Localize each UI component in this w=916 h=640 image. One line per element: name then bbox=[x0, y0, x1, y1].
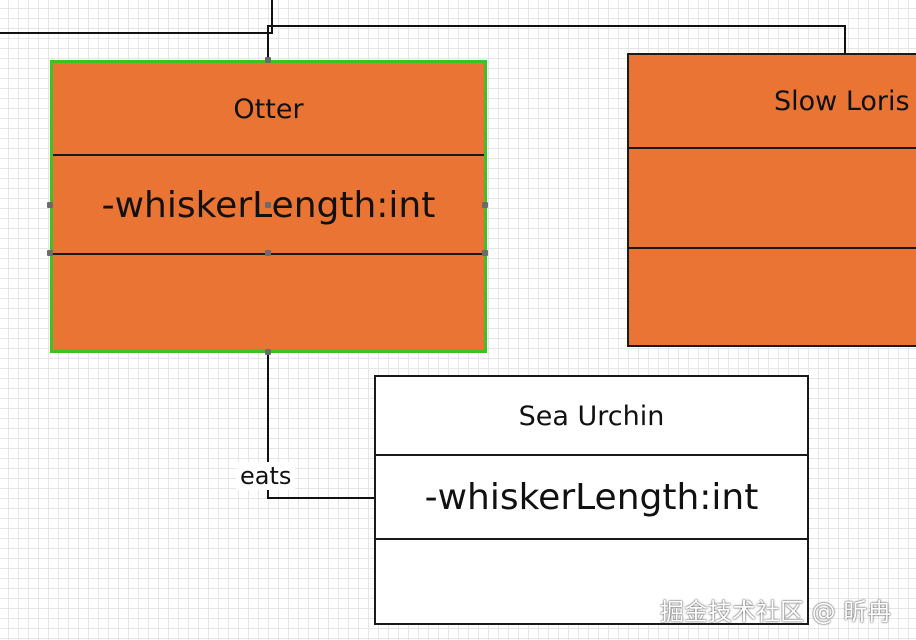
class-sea-urchin-name-section: Sea Urchin bbox=[376, 377, 807, 455]
association-label-eats[interactable]: eats bbox=[236, 462, 296, 490]
class-otter-methods-section[interactable] bbox=[53, 255, 484, 350]
class-sea-urchin[interactable]: Sea Urchin -whiskerLength:int bbox=[374, 375, 809, 625]
class-slow-loris-attributes-section[interactable] bbox=[629, 149, 916, 247]
class-otter-name-section: Otter bbox=[53, 63, 484, 155]
class-slow-loris[interactable]: Slow Loris bbox=[627, 53, 916, 347]
resize-handle-left[interactable] bbox=[47, 202, 53, 208]
class-sea-urchin-attribute[interactable]: -whiskerLength:int bbox=[424, 476, 759, 518]
resize-handle-row-right[interactable] bbox=[482, 250, 488, 256]
class-slow-loris-divider-2 bbox=[629, 247, 916, 249]
class-slow-loris-divider-1 bbox=[629, 147, 916, 149]
resize-handle-center[interactable] bbox=[265, 202, 271, 208]
class-sea-urchin-divider-1 bbox=[376, 454, 807, 456]
resize-handle-bottom[interactable] bbox=[265, 349, 271, 355]
resize-handle-top[interactable] bbox=[265, 57, 271, 63]
resize-handle-row-center[interactable] bbox=[265, 250, 271, 256]
class-sea-urchin-attributes-section: -whiskerLength:int bbox=[376, 456, 807, 538]
connector-eats bbox=[267, 352, 375, 499]
class-sea-urchin-name[interactable]: Sea Urchin bbox=[518, 400, 665, 432]
resize-handle-row-left[interactable] bbox=[47, 250, 53, 256]
connector-otter-up bbox=[267, 25, 846, 60]
class-slow-loris-methods-section[interactable] bbox=[629, 249, 916, 345]
class-slow-loris-name[interactable]: Slow Loris bbox=[774, 85, 910, 117]
connector-top-left bbox=[0, 0, 273, 34]
resize-handle-right[interactable] bbox=[482, 202, 488, 208]
class-otter-name[interactable]: Otter bbox=[233, 93, 304, 125]
watermark: 掘金技术社区 @ 昕冉 bbox=[660, 598, 892, 626]
class-slow-loris-name-section: Slow Loris bbox=[629, 55, 916, 147]
class-otter-divider-1 bbox=[53, 154, 484, 156]
class-sea-urchin-divider-2 bbox=[376, 538, 807, 540]
